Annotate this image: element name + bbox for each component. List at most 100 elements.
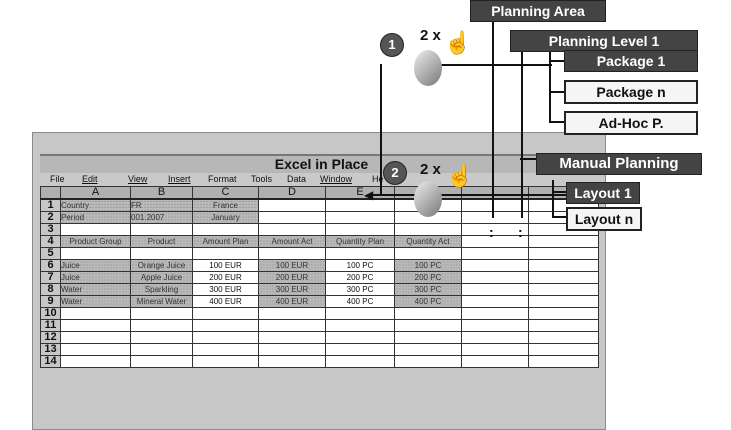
row-number[interactable]: 10 (40, 307, 61, 320)
cell-f4[interactable]: Quantity Act (394, 235, 462, 248)
cell[interactable] (325, 355, 395, 368)
row-number[interactable]: 7 (40, 271, 61, 284)
cell-b3[interactable] (130, 223, 193, 236)
cell-d7[interactable]: 200 EUR (258, 271, 326, 284)
layoutn-label[interactable]: Layout n (566, 207, 642, 231)
cell-a1[interactable]: Country (60, 198, 131, 212)
cell[interactable] (130, 343, 193, 356)
cell[interactable] (461, 319, 529, 332)
cell-g6[interactable] (461, 259, 529, 272)
cell-e6[interactable]: 100 PC (325, 259, 395, 272)
adhoc-label[interactable]: Ad-Hoc P. (564, 111, 698, 135)
cell[interactable] (192, 331, 259, 344)
cell-c3[interactable] (192, 223, 259, 236)
cell-f2[interactable] (394, 211, 462, 224)
cell-f6[interactable]: 100 PC (394, 259, 462, 272)
cell[interactable] (60, 331, 131, 344)
cell-d5[interactable] (258, 247, 326, 260)
cell[interactable] (325, 343, 395, 356)
cell-b1[interactable]: FR (130, 198, 193, 212)
row-number[interactable]: 12 (40, 331, 61, 344)
cell[interactable] (130, 319, 193, 332)
cell-d6[interactable]: 100 EUR (258, 259, 326, 272)
cell[interactable] (394, 343, 462, 356)
cell-d1[interactable] (258, 198, 326, 212)
cell-b6[interactable]: Orange Juice (130, 259, 193, 272)
cell[interactable] (461, 307, 529, 320)
cell-c5[interactable] (192, 247, 259, 260)
cell-d2[interactable] (258, 211, 326, 224)
cell[interactable] (192, 355, 259, 368)
cell[interactable] (325, 331, 395, 344)
planning-area-label[interactable]: Planning Area (470, 0, 606, 22)
cell-e4[interactable]: Quantity Plan (325, 235, 395, 248)
cell-g1[interactable] (461, 198, 529, 212)
cell-b5[interactable] (130, 247, 193, 260)
cell[interactable] (325, 319, 395, 332)
cell-e8[interactable]: 300 PC (325, 283, 395, 296)
menu-format[interactable]: Format (208, 174, 237, 184)
cell[interactable] (192, 319, 259, 332)
cell-d9[interactable]: 400 EUR (258, 295, 326, 308)
cell[interactable] (192, 343, 259, 356)
row-number[interactable]: 8 (40, 283, 61, 296)
cell[interactable] (258, 331, 326, 344)
menu-help[interactable]: He (372, 174, 384, 184)
packagen-label[interactable]: Package n (564, 80, 698, 104)
cell-b8[interactable]: Sparkling (130, 283, 193, 296)
cell[interactable] (528, 355, 599, 368)
cell-d4[interactable]: Amount Act (258, 235, 326, 248)
cell-f8[interactable]: 300 PC (394, 283, 462, 296)
cell-a5[interactable] (60, 247, 131, 260)
row-number[interactable]: 14 (40, 355, 61, 368)
cell-e2[interactable] (325, 211, 395, 224)
menu-view[interactable]: View (128, 174, 148, 184)
cell[interactable] (258, 355, 326, 368)
cell[interactable] (60, 319, 131, 332)
cell[interactable] (394, 307, 462, 320)
cell-b9[interactable]: Mineral Water (130, 295, 193, 308)
cell-b4[interactable]: Product (130, 235, 193, 248)
cell[interactable] (461, 355, 529, 368)
cell-c4[interactable]: Amount Plan (192, 235, 259, 248)
cell-a2[interactable]: Period (60, 211, 131, 224)
cell[interactable] (461, 343, 529, 356)
cell-f3[interactable] (394, 223, 462, 236)
cell[interactable] (394, 331, 462, 344)
cell-b7[interactable]: Apple Juice (130, 271, 193, 284)
cell-g7[interactable] (461, 271, 529, 284)
cell-c9[interactable]: 400 EUR (192, 295, 259, 308)
cell-e3[interactable] (325, 223, 395, 236)
cell[interactable] (461, 331, 529, 344)
cell[interactable] (528, 307, 599, 320)
cell[interactable] (192, 307, 259, 320)
row-number[interactable]: 9 (40, 295, 61, 308)
cell[interactable] (258, 343, 326, 356)
cell[interactable] (528, 331, 599, 344)
layout1-label[interactable]: Layout 1 (566, 182, 640, 204)
column-header-b[interactable]: B (130, 186, 193, 200)
cell-f9[interactable]: 400 PC (394, 295, 462, 308)
cell-c8[interactable]: 300 EUR (192, 283, 259, 296)
row-number[interactable]: 5 (40, 247, 61, 260)
cell[interactable] (60, 355, 131, 368)
cell-h6[interactable] (528, 259, 599, 272)
column-header-g[interactable] (461, 186, 529, 200)
cell[interactable] (394, 355, 462, 368)
cell[interactable] (258, 307, 326, 320)
cell-g8[interactable] (461, 283, 529, 296)
row-number[interactable]: 6 (40, 259, 61, 272)
cell-e7[interactable]: 200 PC (325, 271, 395, 284)
cell-a3[interactable] (60, 223, 131, 236)
cell[interactable] (130, 355, 193, 368)
cell[interactable] (394, 319, 462, 332)
cell[interactable] (325, 307, 395, 320)
cell[interactable] (130, 331, 193, 344)
menu-file[interactable]: File (50, 174, 65, 184)
menu-edit[interactable]: Edit (82, 174, 98, 184)
row-number[interactable]: 2 (40, 211, 61, 224)
menu-tools[interactable]: Tools (251, 174, 273, 184)
cell-h9[interactable] (528, 295, 599, 308)
cell-g3[interactable] (461, 223, 529, 236)
column-header-c[interactable]: C (192, 186, 259, 200)
